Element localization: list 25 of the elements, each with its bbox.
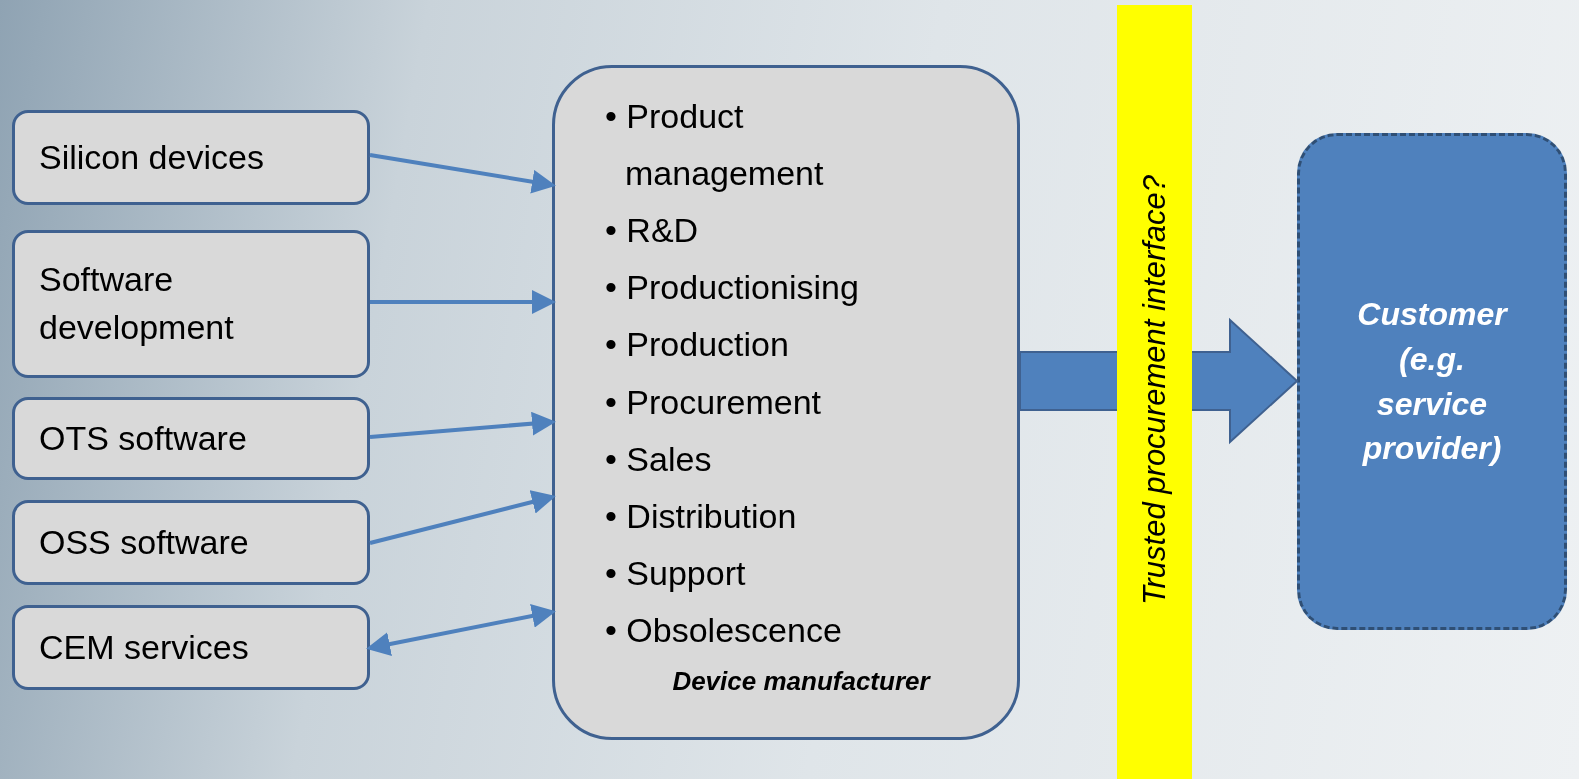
list-item: • Distribution: [605, 495, 798, 537]
customer-box: [1297, 133, 1567, 630]
list-item: • Sales: [605, 438, 713, 480]
box-label: OTS software: [39, 417, 247, 459]
list-item: • Procurement: [605, 381, 822, 423]
manufacturer-box: [552, 65, 1020, 740]
list-item: • Support: [605, 552, 747, 594]
list-item: • Product management: [605, 96, 825, 195]
box-label: Silicon devices: [39, 136, 264, 178]
source-box: [12, 605, 370, 690]
box-label: OSS software: [39, 521, 249, 563]
list-item: • Production: [605, 324, 790, 366]
source-box: [12, 500, 370, 585]
box-label: Customer (e.g. service provider): [1356, 294, 1509, 469]
box-caption: Device manufacturer: [672, 665, 930, 699]
list-item: • R&D: [605, 210, 700, 252]
source-box: [12, 397, 370, 480]
interface-band: [1117, 5, 1192, 779]
band-label: Trusted procurement interface?: [1136, 174, 1173, 606]
box-label: CEM services: [39, 626, 249, 668]
box-label: Software development: [39, 259, 235, 348]
list-item: • Obsolescence: [605, 610, 843, 651]
source-box: [12, 230, 370, 378]
list-item: • Productionising: [605, 267, 860, 309]
source-box: [12, 110, 370, 205]
